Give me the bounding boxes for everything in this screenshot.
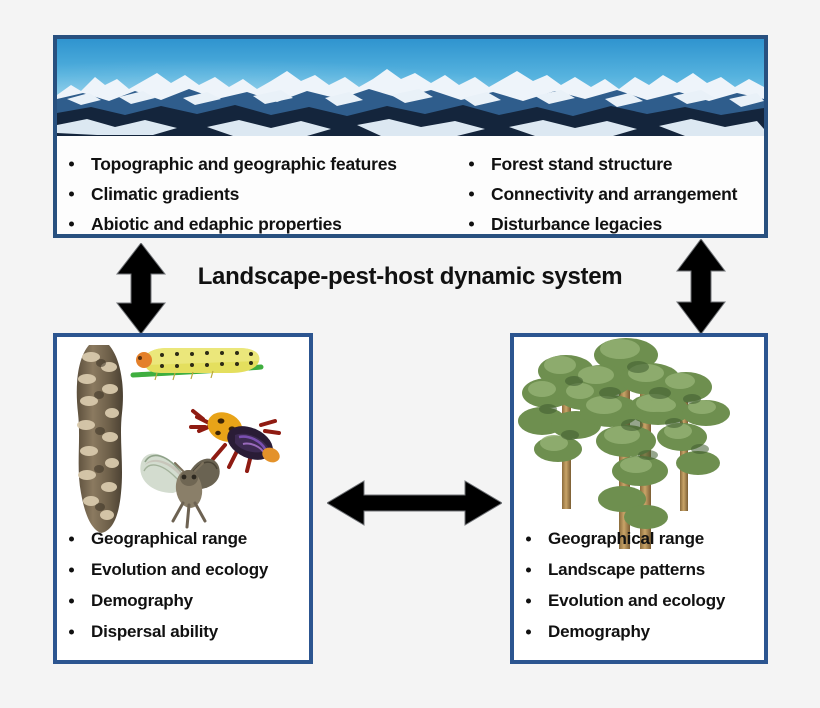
bark-egg-mass-photo [69,343,131,535]
pest-images [57,337,309,542]
arrow-pest-host [327,478,502,528]
list-item: Climatic gradients [63,179,463,209]
list-item: Abiotic and edaphic properties [63,209,463,239]
pest-box: Geographical range Evolution and ecology… [53,333,313,664]
list-item: Geographical range [520,523,725,554]
landscape-bullets-right: Forest stand structure Connectivity and … [463,149,760,239]
list-item: Dispersal ability [63,616,268,647]
list-item: Evolution and ecology [520,585,725,616]
list-item: Geographical range [63,523,268,554]
list-item: Topographic and geographic features [63,149,463,179]
pest-bullets: Geographical range Evolution and ecology… [63,523,268,647]
list-item: Disturbance legacies [463,209,760,239]
list-item: Landscape patterns [520,554,725,585]
arrow-landscape-host [673,239,729,334]
landscape-column-left: Topographic and geographic features Clim… [63,140,463,234]
list-item: Forest stand structure [463,149,760,179]
list-item: Demography [520,616,725,647]
landscape-box: Topographic and geographic features Clim… [53,35,768,238]
valley-snow-layer [57,115,764,136]
landscape-bullets-left: Topographic and geographic features Clim… [63,149,463,239]
pine-trees-illustration [514,337,764,549]
snow-streaks-layer [57,89,764,115]
mountain-range-image [57,39,764,136]
yellow-caterpillar-larva-photo [127,343,267,385]
landscape-column-right: Forest stand structure Connectivity and … [463,140,760,234]
figure-caption: Landscape-pest-host dynamic system [197,263,623,290]
moth-photo [137,433,241,535]
landscape-bullet-columns: Topographic and geographic features Clim… [63,140,760,234]
host-box: Geographical range Landscape patterns Ev… [510,333,768,664]
list-item: Connectivity and arrangement [463,179,760,209]
arrow-landscape-pest [113,243,169,334]
list-item: Evolution and ecology [63,554,268,585]
host-bullets: Geographical range Landscape patterns Ev… [520,523,725,647]
list-item: Demography [63,585,268,616]
